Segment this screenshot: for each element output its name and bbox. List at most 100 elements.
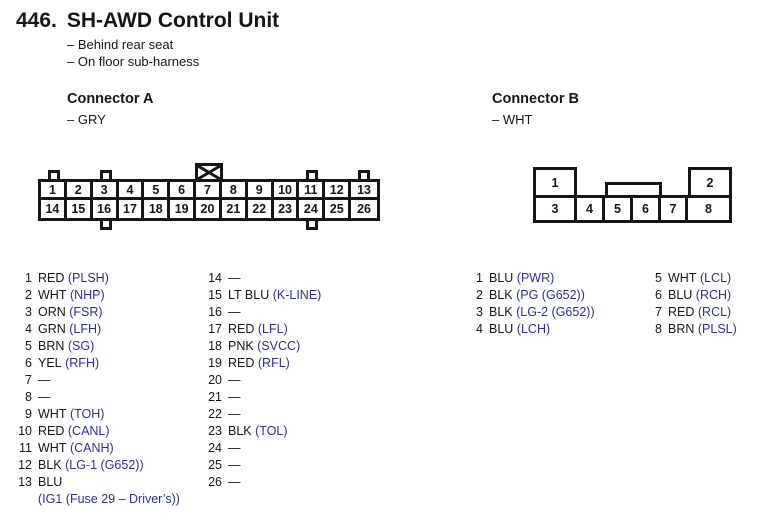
pin-signal-name: (SVCC): [253, 339, 301, 353]
pin-number: 21: [208, 390, 222, 404]
pin-number: 22: [208, 407, 222, 421]
pin-number: 8: [655, 322, 662, 336]
pin-signal-name: (SG): [64, 339, 95, 353]
pin-signal-name: (K-LINE): [269, 288, 322, 302]
pin-wire-color-and-signal: YEL (RFH): [38, 356, 100, 370]
pin-wire-color: —: [228, 458, 241, 472]
pin-number: 2: [25, 288, 32, 302]
connector-a-cell-12: 12: [325, 182, 352, 200]
pin-wire-color-and-signal: BLK (LG-1 (G652)): [38, 458, 144, 472]
pin-wire-color-and-signal: RED (CANL): [38, 424, 110, 438]
connector-a-pin-25: 25—: [208, 457, 321, 474]
page-title: 446.SH-AWD Control Unit: [16, 9, 279, 33]
connector-a-pin-20: 20—: [208, 372, 321, 389]
connector-a-cell-3: 3: [92, 182, 119, 200]
pin-wire-color: —: [38, 373, 51, 387]
pin-number: 6: [655, 288, 662, 302]
section-title: SH-AWD Control Unit: [66, 9, 280, 32]
connector-a-pin-8: 8—: [18, 389, 180, 406]
pin-number: 5: [655, 271, 662, 285]
pin-signal-name: (PWR): [513, 271, 555, 285]
pin-signal-name: (RCL): [694, 305, 732, 319]
connector-a-pin-22: 22—: [208, 406, 321, 423]
pin-signal-name: (LG-2 (G652)): [512, 305, 595, 319]
connector-b-cell-6: 6: [633, 198, 661, 220]
connector-a-bottom-tab: [100, 221, 112, 230]
connector-b-label: Connector B: [492, 91, 579, 107]
pin-wire-color: —: [228, 475, 241, 489]
pin-wire-color: —: [228, 390, 241, 404]
connector-a-cell-18: 18: [144, 200, 171, 218]
connector-a-cell-20: 20: [196, 200, 222, 218]
connector-a-label: Connector A: [67, 91, 154, 107]
pin-number: 19: [208, 356, 222, 370]
pin-wire-color-and-signal: BLK (TOL): [228, 424, 288, 438]
pin-wire-color: —: [228, 271, 241, 285]
connector-a-pin-21: 21 —: [208, 389, 321, 406]
pin-signal-name: (FSR): [65, 305, 103, 319]
pin-signal-name: (RFL): [254, 356, 290, 370]
pin-signal-name: (RFH): [61, 356, 100, 370]
connector-a-cell-13: 13: [351, 182, 377, 200]
connector-a-pin-14: 14 —: [208, 270, 321, 287]
connector-a-top-tab: [358, 170, 370, 179]
note-line: – Behind rear seat: [67, 37, 174, 52]
connector-a-cell-1: 1: [41, 182, 67, 200]
connector-a-pin-10: 10 RED (CANL): [18, 423, 180, 440]
pin-number: 8: [25, 390, 32, 404]
connector-b-cell-4: 4: [577, 198, 605, 220]
connector-a-cell-24: 24: [299, 200, 326, 218]
pin-number: 4: [25, 322, 32, 336]
connector-a-cell-9: 9: [247, 182, 274, 200]
connector-a-bottom-tab: [306, 221, 318, 230]
pin-signal-name: (IG1 (Fuse 29 – Driver’s)): [38, 492, 180, 506]
pin-wire-color-and-signal: RED (LFL): [228, 322, 288, 336]
pin-signal-name: (PLSH): [64, 271, 109, 285]
pin-wire-color-and-signal: BLU (PWR): [489, 271, 555, 285]
connector-a-cell-17: 17: [119, 200, 145, 218]
pin-wire-color: —: [228, 373, 241, 387]
connector-a-cell-25: 25: [325, 200, 352, 218]
connector-a-cell-16: 16: [93, 200, 119, 218]
pin-signal-name: (LCH): [513, 322, 551, 336]
pin-wire-color-and-signal: BLU (RCH): [668, 288, 732, 302]
pin-number: 11: [19, 441, 32, 455]
pin-wire-color-and-signal: ORN (FSR): [38, 305, 103, 319]
connector-a-cell-15: 15: [67, 200, 93, 218]
connector-a-cell-10: 10: [273, 182, 300, 200]
note-line: – On floor sub-harness: [67, 54, 200, 69]
pin-signal-name: (PG (G652)): [512, 288, 585, 302]
pin-signal-name: (LFH): [65, 322, 102, 336]
pin-number: 15: [208, 288, 222, 302]
pin-wire-color-and-signal: LT BLU (K-LINE): [228, 288, 322, 302]
pin-wire-color-and-signal: BLU (LCH): [489, 322, 551, 336]
pin-number: 16: [208, 305, 222, 319]
connector-a-top-tab: [306, 170, 318, 179]
pin-number: 4: [476, 322, 483, 336]
connector-b-cell-2: 2: [688, 167, 732, 195]
pin-wire-color-and-signal: GRN (LFH): [38, 322, 102, 336]
pin-number: 14: [208, 271, 222, 285]
pin-number: 6: [25, 356, 32, 370]
connector-a-cell-6: 6: [170, 182, 197, 200]
pin-number: 12: [18, 458, 32, 472]
pin-number: 10: [18, 424, 32, 438]
connector-a-pin-6: 6 YEL (RFH): [18, 355, 180, 372]
pin-signal-name: (TOH): [66, 407, 105, 421]
pin-signal-name: (PLSL): [694, 322, 737, 336]
